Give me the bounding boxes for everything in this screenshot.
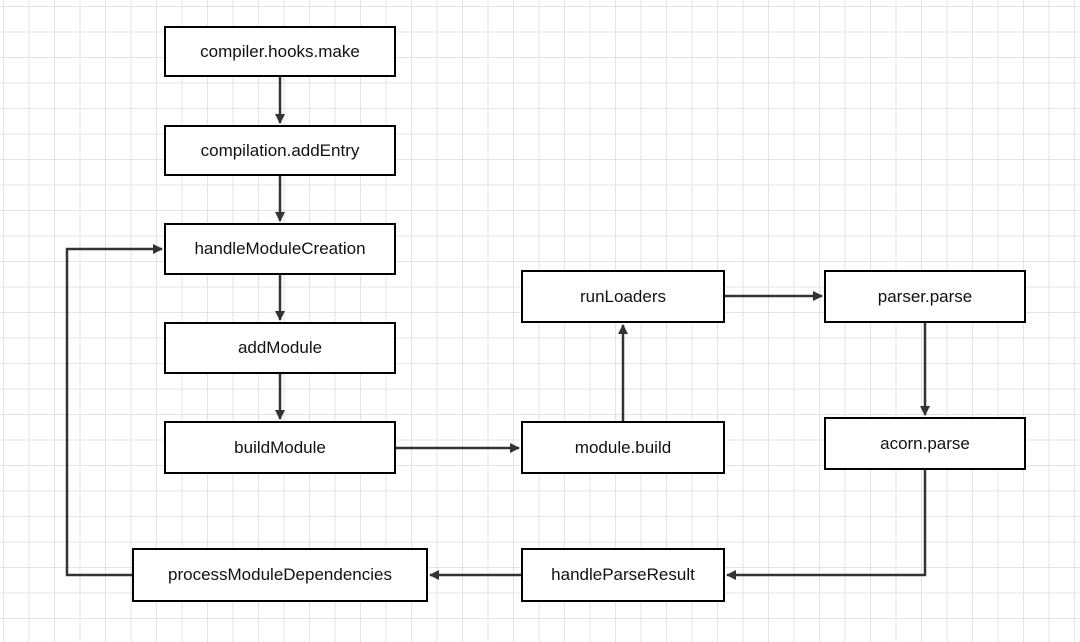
node-handle-module-creation: handleModuleCreation: [164, 223, 396, 275]
node-label: handleModuleCreation: [194, 239, 366, 258]
node-label: parser.parse: [877, 286, 973, 306]
node-process-module-dependencies: processModuleDependencies: [132, 548, 428, 602]
edge-process-deps-to-handle-creation: [65, 244, 163, 577]
node-label: buildModule: [234, 437, 326, 457]
node-parser-parse: parser.parse: [824, 270, 1026, 323]
edge-acorn-parse-to-handle-parse-result: [726, 470, 927, 580]
node-label: module.build: [574, 437, 672, 457]
node-label: processModuleDependencies: [168, 565, 392, 584]
node-add-module: addModule: [164, 322, 396, 374]
node-module-build: module.build: [521, 421, 725, 474]
node-compiler-hooks-make: compiler.hooks.make: [164, 26, 396, 77]
node-label: compiler.hooks.make: [200, 41, 360, 61]
node-label: addModule: [237, 338, 323, 357]
node-label: handleParseResult: [551, 565, 695, 584]
node-build-module: buildModule: [164, 421, 396, 474]
node-run-loaders: runLoaders: [521, 270, 725, 323]
node-handle-parse-result: handleParseResult: [521, 548, 725, 602]
node-compilation-add-entry: compilation.addEntry: [164, 125, 396, 176]
node-label: runLoaders: [579, 286, 666, 306]
node-acorn-parse: acorn.parse: [824, 417, 1026, 470]
node-label: acorn.parse: [880, 433, 970, 453]
node-label: compilation.addEntry: [200, 140, 360, 160]
